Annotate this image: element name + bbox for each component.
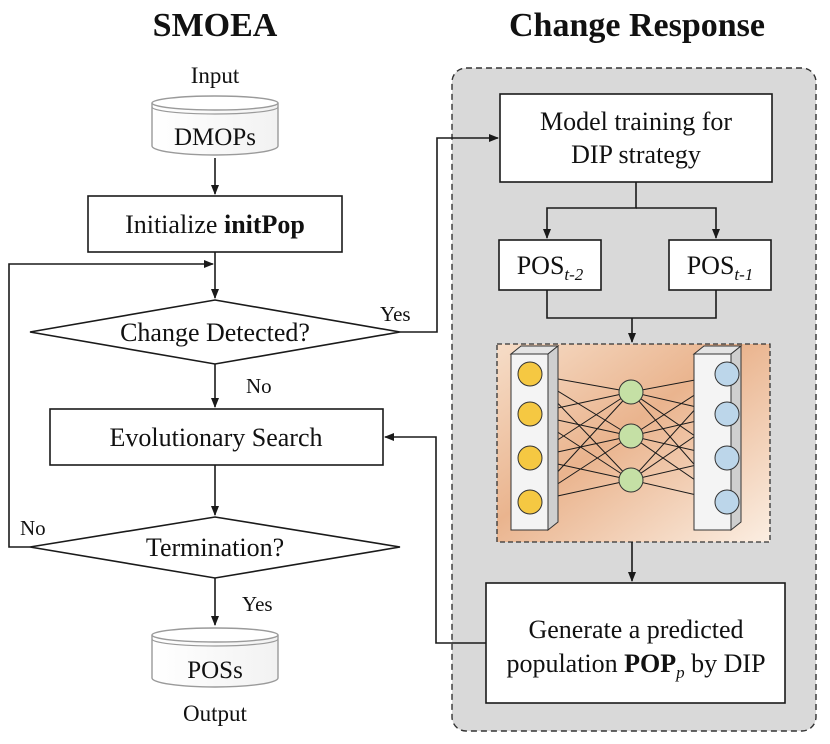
generate-line2: population POPp by DIP xyxy=(506,649,765,682)
dmops-database-icon xyxy=(151,95,279,156)
no-label-change: No xyxy=(246,374,272,398)
pos-t-2-base: POS xyxy=(517,251,565,280)
generate-line2-suffix: by DIP xyxy=(685,649,766,678)
poss-label: POSs xyxy=(187,657,243,684)
poss-database-icon xyxy=(151,627,279,688)
output-neuron xyxy=(714,445,740,471)
input-label: Input xyxy=(191,63,240,88)
initialize-label: Initialize initPop xyxy=(125,210,305,239)
initialize-box xyxy=(87,195,343,253)
input-neuron xyxy=(517,489,543,515)
yes-label-change: Yes xyxy=(380,302,411,326)
arrow-termination-no-loop xyxy=(8,260,214,548)
pos-t-1-sub: t-1 xyxy=(734,265,753,284)
generate-line2-prefix: population xyxy=(506,649,624,678)
pos-t-1-label: POSt-1 xyxy=(687,251,754,284)
evolutionary-search-label: Evolutionary Search xyxy=(110,423,323,452)
model-training-line2: DIP strategy xyxy=(571,140,701,169)
dmops-label: DMOPs xyxy=(174,124,256,151)
generate-pop-sub: p xyxy=(675,663,685,682)
hidden-neuron xyxy=(618,467,644,493)
initpop-bold: initPop xyxy=(224,210,305,239)
generate-pop-bold: POP xyxy=(624,649,676,678)
smoea-title: SMOEA xyxy=(153,7,278,44)
neural-network-nodes xyxy=(517,361,740,515)
arrow-change-yes-to-model xyxy=(400,134,499,333)
no-label-termination: No xyxy=(20,516,46,540)
input-neuron xyxy=(517,445,543,471)
yes-label-termination: Yes xyxy=(242,592,273,616)
arrow-generate-to-search xyxy=(384,433,486,644)
output-neuron xyxy=(714,361,740,387)
split-connector xyxy=(543,182,637,239)
pos-t-1-box xyxy=(668,239,772,291)
output-neuron xyxy=(714,489,740,515)
input-neuron xyxy=(517,361,543,387)
model-training-line1: Model training for xyxy=(540,107,732,136)
pos-t-1-base: POS xyxy=(687,251,735,280)
pos-t-2-box xyxy=(498,239,602,291)
split-connector-right xyxy=(636,207,720,239)
evolutionary-search-box xyxy=(49,408,384,466)
change-detected-label: Change Detected? xyxy=(120,318,310,347)
termination-label: Termination? xyxy=(146,533,284,562)
hidden-neuron xyxy=(618,379,644,405)
initialize-prefix: Initialize xyxy=(125,210,224,239)
model-training-box xyxy=(499,93,773,183)
hidden-neuron xyxy=(618,423,644,449)
generate-line1: Generate a predicted xyxy=(528,615,743,644)
pos-t-2-sub: t-2 xyxy=(564,265,583,284)
change-response-title: Change Response xyxy=(509,7,765,44)
output-neuron xyxy=(714,401,740,427)
input-neuron xyxy=(517,401,543,427)
pos-t-2-label: POSt-2 xyxy=(517,251,584,284)
output-label: Output xyxy=(183,701,248,726)
